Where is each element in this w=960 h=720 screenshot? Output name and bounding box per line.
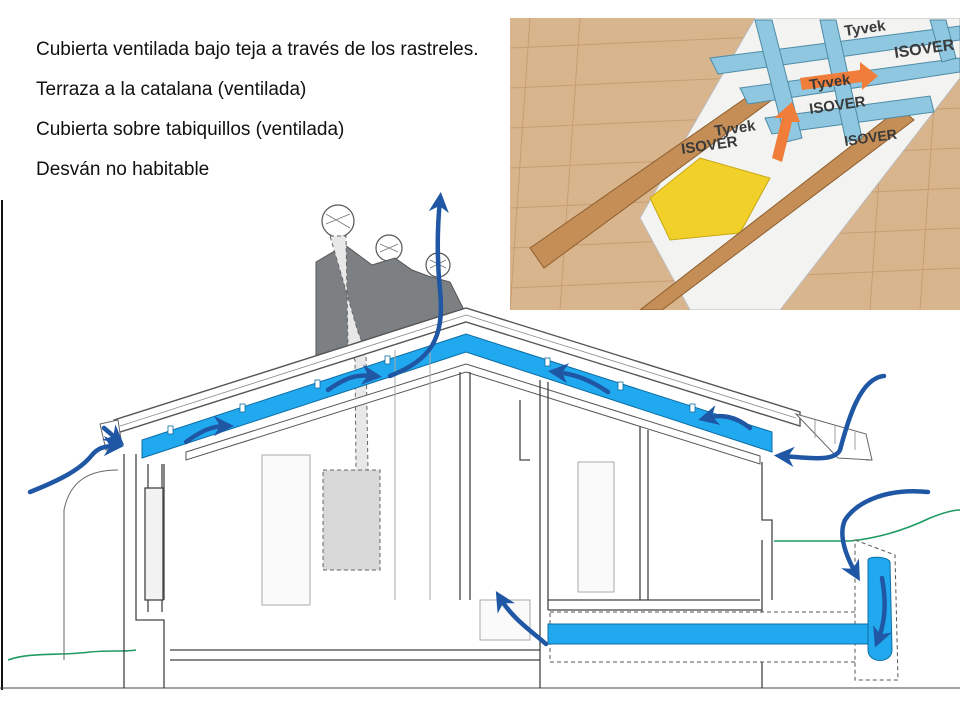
photo-orange-arrow-1: [800, 62, 878, 90]
airflow-arrows: [27, 191, 931, 648]
photo-brand-label-tyvek-3: Tyvek: [713, 117, 757, 140]
ground-line-left: [7, 649, 137, 661]
caption-catalan-terrace: Terraza a la catalana (ventilada): [36, 79, 307, 100]
airflow-inlet-right-arrow: [773, 373, 887, 467]
airflow-chimney-outlet-arrow: [387, 191, 449, 379]
airflow-eave-left-arrow: [101, 424, 125, 446]
building-outer-left: [63, 469, 119, 660]
airflow-channel-right-arrow: [547, 363, 611, 395]
caption-list: Cubierta ventilada bajo teja a través de…: [36, 30, 479, 190]
building-structure: [123, 372, 773, 688]
fireplace-hood: [322, 469, 381, 571]
interior-elements: [261, 345, 615, 641]
airflow-underfloor-down-arrow: [873, 575, 892, 648]
roof-insulation-photo: Tyvek ISOVER Tyvek ISOVER Tyvek ISOVER I…: [510, 18, 960, 310]
photo-orange-arrow-2: [772, 102, 800, 162]
airflow-channel-mid-arrow: [325, 364, 383, 393]
airflow-channel-left-arrow: [183, 415, 235, 445]
gutter-right-detail: [814, 420, 856, 450]
airflow-underfloor-up-arrow: [495, 591, 549, 647]
photo-brand-label-tyvek-2: Tyvek: [808, 71, 852, 94]
roof-tile-line-right: [465, 314, 797, 419]
caption-unlivable-attic: Desván no habitable: [36, 159, 210, 180]
ceiling-slab: [185, 363, 761, 465]
chimney-cap-texture: [325, 213, 447, 269]
caption-roof-on-partitions: Cubierta sobre tabiquillos (ventilada): [36, 119, 345, 140]
roof-tile-line: [119, 314, 467, 427]
photo-membrane: [639, 18, 960, 310]
airflow-inlet-left-arrow: [27, 435, 125, 495]
air-channel-battens: [167, 355, 696, 435]
roof-air-channel: [141, 333, 773, 459]
ground-line-right: [774, 509, 960, 542]
photo-insulation: [649, 157, 771, 241]
caption-ventilated-roof-under-tile: Cubierta ventilada bajo teja a través de…: [36, 39, 479, 60]
airflow-channel-far-right-arrow: [698, 405, 753, 431]
photo-brand-label-tyvek-1: Tyvek: [843, 18, 887, 40]
airflow-underfloor-inlet-arrow: [840, 489, 931, 582]
photo-brand-label-isover-4: ISOVER: [843, 126, 898, 149]
